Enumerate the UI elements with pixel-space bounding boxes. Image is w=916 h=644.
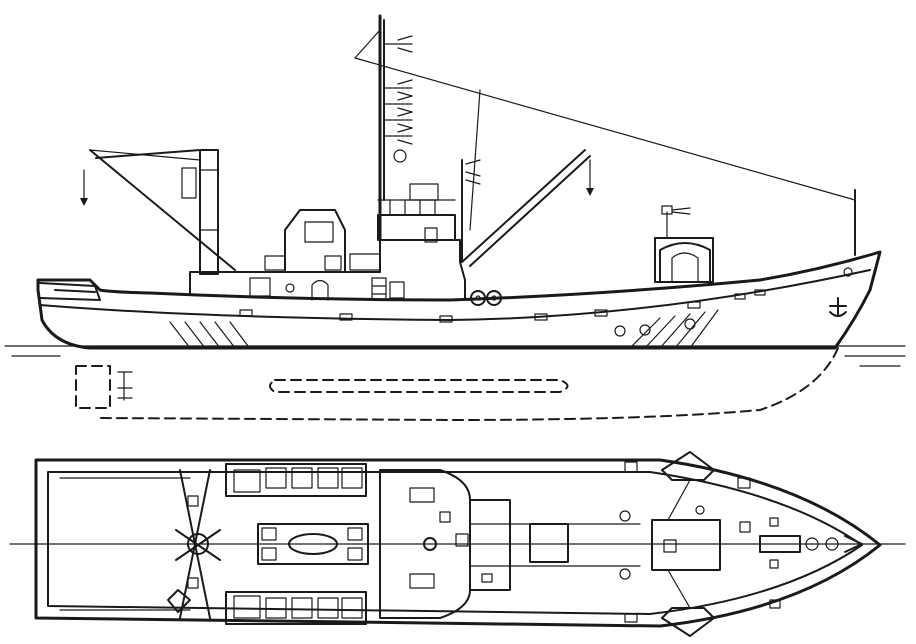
hull [36, 250, 882, 421]
center-hatch [257, 523, 369, 565]
forward-gantry-plan [651, 451, 721, 637]
main-mast [354, 14, 856, 256]
aft-crane [80, 149, 236, 275]
bow-gear [695, 477, 863, 609]
anchor-icon [829, 297, 847, 317]
waterline [4, 345, 906, 367]
side-elevation-view [4, 14, 906, 421]
fish-hold-upper [225, 463, 367, 497]
fore-crane [461, 149, 594, 267]
deckhouse [189, 149, 502, 306]
hull-windows [239, 267, 853, 337]
hull-hatching [169, 309, 719, 349]
deck-plan-view [9, 451, 906, 637]
forward-gantry [654, 205, 714, 283]
forward-hatch [529, 461, 638, 623]
fish-hold-lower [225, 591, 367, 625]
stern-gear [167, 469, 221, 619]
deck-outline [9, 458, 906, 628]
